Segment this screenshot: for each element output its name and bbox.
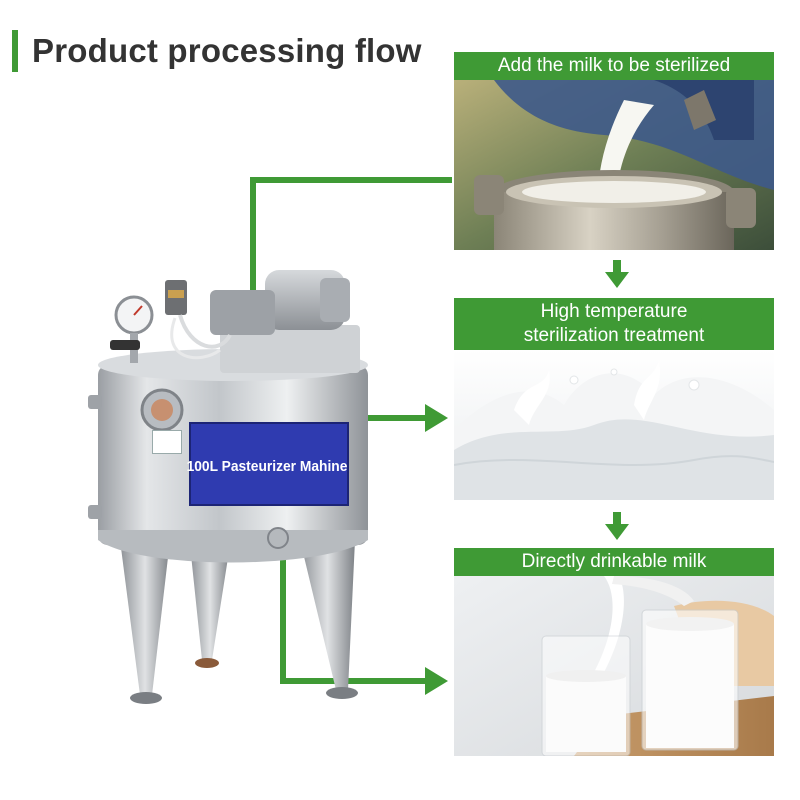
step-3-photo xyxy=(454,576,774,756)
step-arrow-1-icon xyxy=(605,260,629,288)
step-2-label-line1: High temperature xyxy=(540,301,688,322)
pasteurizer-machine-image xyxy=(88,270,368,704)
step-2-photo xyxy=(454,350,774,500)
title-accent-bar xyxy=(12,30,18,72)
milk-pouring-into-can-icon xyxy=(454,80,774,250)
step-1-photo xyxy=(454,80,774,250)
step-2-label: High temperature sterilization treatment xyxy=(454,298,774,350)
step-arrow-2-icon xyxy=(605,512,629,540)
milk-splash-icon xyxy=(454,350,774,500)
page-title: Product processing flow xyxy=(32,32,422,69)
milk-glasses-icon xyxy=(454,576,774,756)
step-3-label: Directly drinkable milk xyxy=(454,548,774,576)
tank-small-label xyxy=(152,430,182,454)
connector-process-arrow-icon xyxy=(425,404,448,432)
step-1-label: Add the milk to be sterilized xyxy=(454,52,774,80)
machine-name-plate: 100L Pasteurizer Mahine xyxy=(186,457,348,475)
connector-output-arrow-icon xyxy=(425,667,448,695)
step-2-label-line2: sterilization treatment xyxy=(523,325,705,346)
